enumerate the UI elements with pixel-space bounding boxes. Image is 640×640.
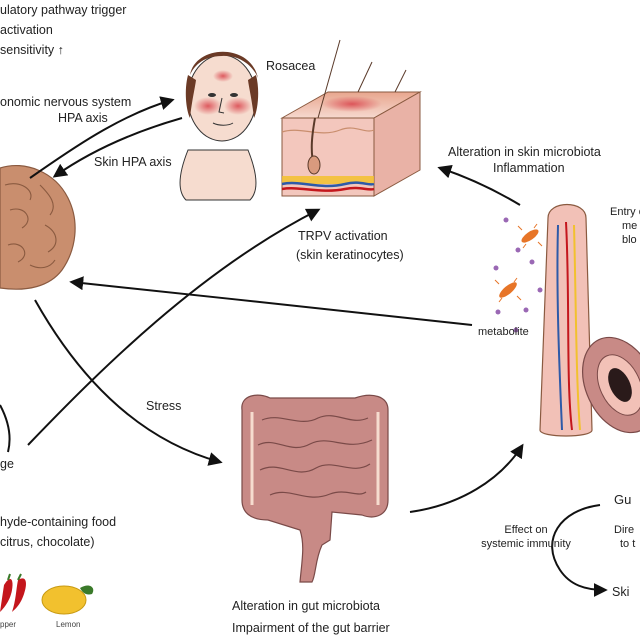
label-metabolite: metabolite	[478, 326, 529, 338]
label-lemon: Lemon	[56, 620, 81, 629]
bacterium	[517, 223, 543, 249]
label-entry: Entry o	[610, 206, 640, 218]
arrow-to-trpv	[27, 208, 321, 446]
label-food-examples: citrus, chocolate)	[0, 535, 95, 549]
arrow-villus-to-skin	[437, 164, 521, 206]
arrow-effect-to-skin	[551, 504, 608, 597]
label-skin-hpa-axis: Skin HPA axis	[94, 155, 172, 169]
metabolite-dot	[503, 217, 509, 223]
label-hpa-axis: HPA axis	[58, 111, 108, 125]
label-autonomic-nervous-system: onomic nervous system	[0, 95, 132, 109]
label-gut-barrier: Impairment of the gut barrier	[232, 621, 390, 635]
metabolite-dot	[493, 265, 499, 271]
label-systemic-immunity: systemic immunity	[481, 538, 571, 550]
metabolite-dot	[515, 247, 521, 253]
label-trpv-activation: TRPV activation	[298, 229, 388, 243]
metabolite-dot	[495, 309, 501, 315]
arrow-gut-to-villus	[409, 443, 524, 513]
gut-illustration	[241, 394, 389, 583]
arrow-metabolite-to-brain	[69, 276, 473, 326]
label-effect-on: Effect on	[504, 524, 548, 536]
label-sensitivity: sensitivity ↑	[0, 43, 64, 57]
arrow-brain-stress-to-gut	[34, 299, 223, 466]
lemon-icon	[41, 585, 94, 615]
brain-illustration	[0, 164, 76, 290]
label-inflammation: Inflammation	[493, 161, 565, 175]
label-stress: Stress	[146, 399, 182, 413]
label-dire: Dire	[614, 524, 635, 536]
label-pepper: pper	[0, 620, 17, 629]
skin-cross-section-illustration	[280, 39, 422, 197]
metabolite-dot	[523, 307, 529, 313]
label-me: me	[622, 220, 638, 232]
arrow-skin-hpa-to-brain	[52, 117, 183, 178]
label-ge: ge	[0, 457, 14, 471]
label-ski: Ski	[612, 585, 630, 599]
metabolite-dot	[537, 287, 543, 293]
bacteria-group	[493, 217, 543, 333]
label-food: hyde-containing food	[0, 515, 117, 529]
rosacea-face-illustration	[179, 51, 259, 201]
pepper-icon	[0, 573, 26, 612]
label-regulatory-trigger: ulatory pathway trigger	[0, 3, 127, 17]
arrow-autonomic-to-face	[29, 96, 175, 179]
metabolite-dot	[513, 327, 519, 333]
label-gut-microbiota: Alteration in gut microbiota	[232, 599, 380, 613]
label-activation: activation	[0, 23, 53, 37]
metabolite-dot	[529, 259, 535, 265]
intestinal-villus-illustration	[539, 204, 640, 437]
label-gu: Gu	[614, 492, 632, 507]
label-blo: blo	[622, 234, 637, 246]
label-to-t: to t	[620, 538, 636, 550]
bacterium	[494, 277, 522, 303]
label-skin-keratinocytes: (skin keratinocytes)	[296, 248, 404, 262]
arrow-left-bottom	[0, 404, 11, 453]
label-skin-microbiota: Alteration in skin microbiota	[448, 145, 601, 159]
arrows	[0, 96, 608, 597]
label-rosacea: Rosacea	[266, 59, 316, 73]
